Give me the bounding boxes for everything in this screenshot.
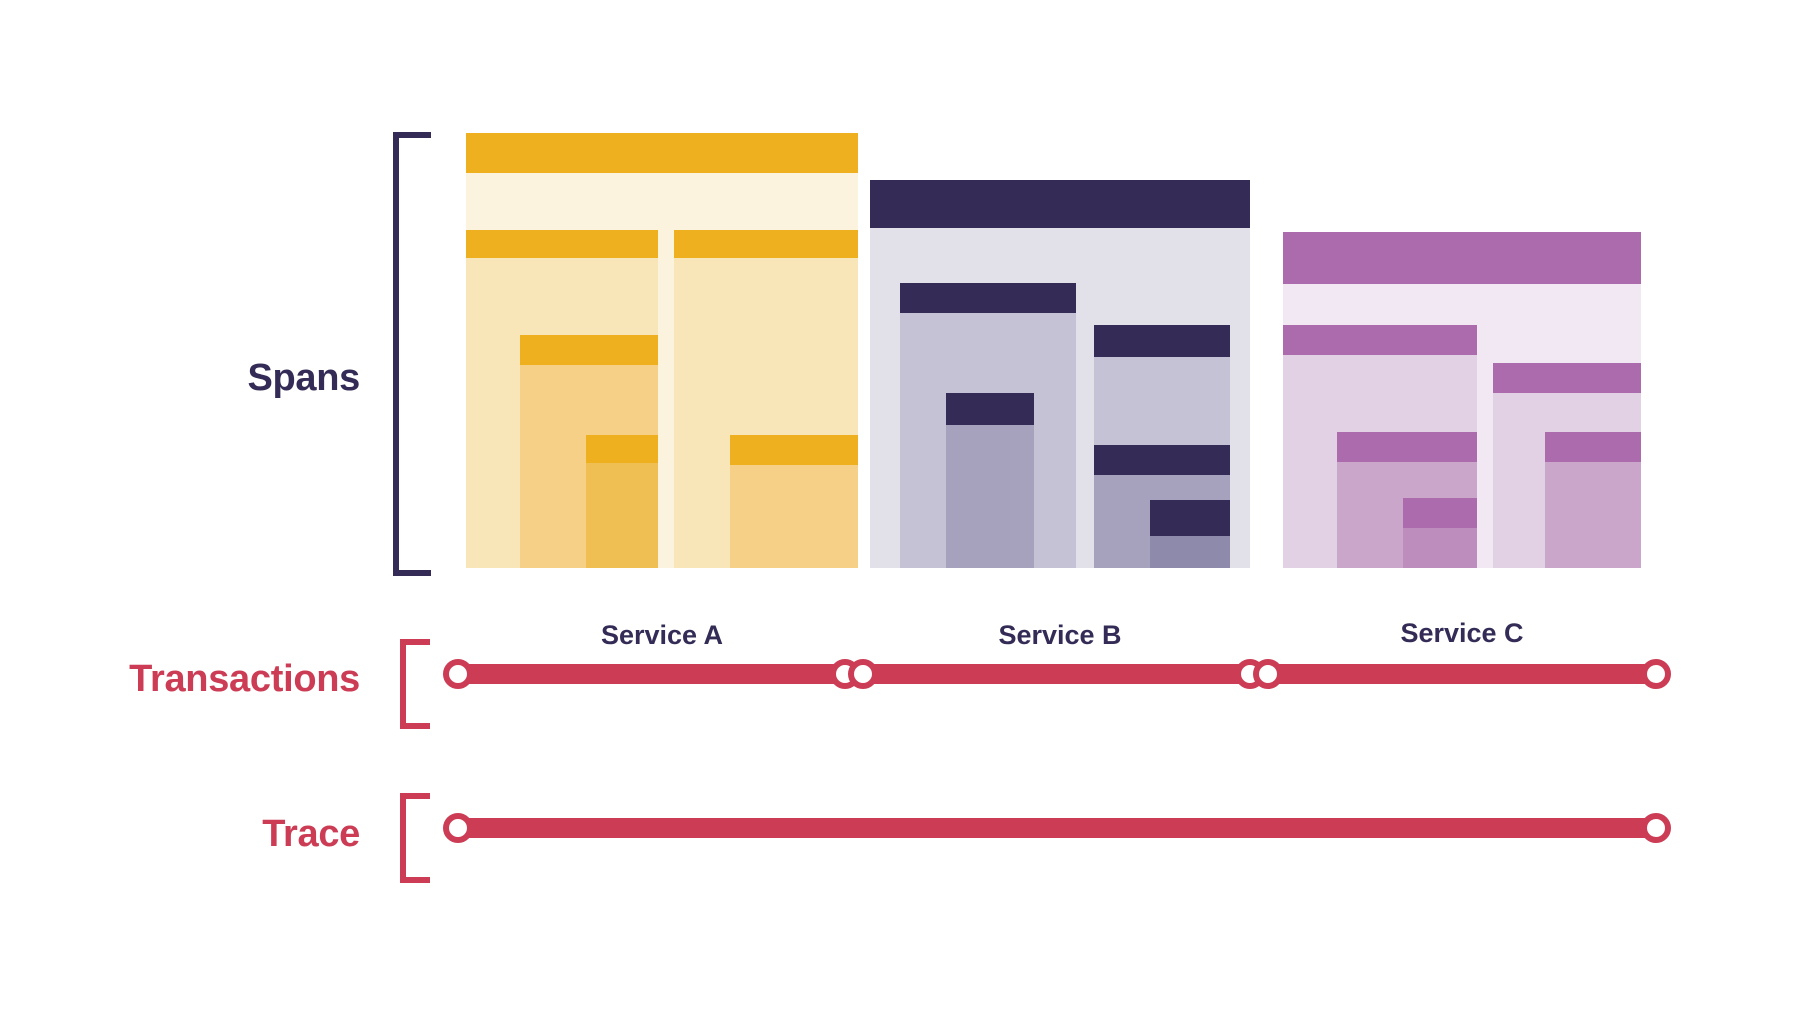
span-a-3-body (586, 463, 658, 568)
span-c-2-head (1337, 432, 1477, 462)
trace-full-line[interactable] (458, 818, 1656, 838)
span-b-4-head (1094, 445, 1230, 475)
service-caption-b: Service B (998, 620, 1122, 650)
transaction-service-a-start-node[interactable] (443, 659, 473, 689)
span-b-2-body (946, 425, 1034, 568)
service-group-service-c (1283, 0, 1641, 568)
span-a-2-head (520, 335, 658, 365)
span-c-3-head (1403, 498, 1477, 528)
spans-bracket (393, 132, 431, 576)
service-caption-a: Service A (600, 620, 724, 650)
trace-bracket (400, 793, 430, 883)
span-b-1-head (900, 283, 1076, 313)
spans-waterfall (466, 0, 1641, 568)
span-a-root-head (466, 133, 858, 173)
span-b-5[interactable] (1150, 500, 1230, 568)
service-group-service-b (870, 0, 1250, 568)
span-b-5-body (1150, 536, 1230, 568)
span-b-root-head (870, 180, 1250, 228)
span-c-4-head (1493, 363, 1641, 393)
span-a-3-head (586, 435, 658, 463)
span-a-1-head (466, 230, 658, 258)
span-a-3[interactable] (586, 435, 658, 568)
service-caption-c: Service C (1400, 618, 1524, 648)
transaction-service-a-line[interactable] (458, 664, 845, 684)
span-c-5-head (1545, 432, 1641, 462)
span-a-5-head (730, 435, 858, 465)
span-b-2-head (946, 393, 1034, 425)
transaction-service-c-start-node[interactable] (1253, 659, 1283, 689)
span-b-5-head (1150, 500, 1230, 536)
span-a-5[interactable] (730, 435, 858, 568)
trace-full-start-node[interactable] (443, 813, 473, 843)
transaction-service-b-line[interactable] (863, 664, 1250, 684)
span-a-4-head (674, 230, 858, 258)
span-c-5[interactable] (1545, 432, 1641, 568)
span-c-root-head (1283, 232, 1641, 284)
span-c-3[interactable] (1403, 498, 1477, 568)
transaction-service-c-line[interactable] (1268, 664, 1656, 684)
span-c-5-body (1545, 462, 1641, 568)
span-b-3-head (1094, 325, 1230, 357)
span-c-3-body (1403, 528, 1477, 568)
span-c-1-head (1283, 325, 1477, 355)
row-label-spans: Spans (247, 357, 360, 399)
transaction-service-b-start-node[interactable] (848, 659, 878, 689)
transactions-bracket (400, 639, 430, 729)
transaction-service-c-end-node[interactable] (1641, 659, 1671, 689)
span-a-5-body (730, 465, 858, 568)
span-b-2[interactable] (946, 393, 1034, 568)
trace-full-end-node[interactable] (1641, 813, 1671, 843)
row-label-transactions: Transactions (129, 658, 360, 700)
row-label-trace: Trace (262, 813, 360, 855)
service-group-service-a (466, 0, 858, 568)
